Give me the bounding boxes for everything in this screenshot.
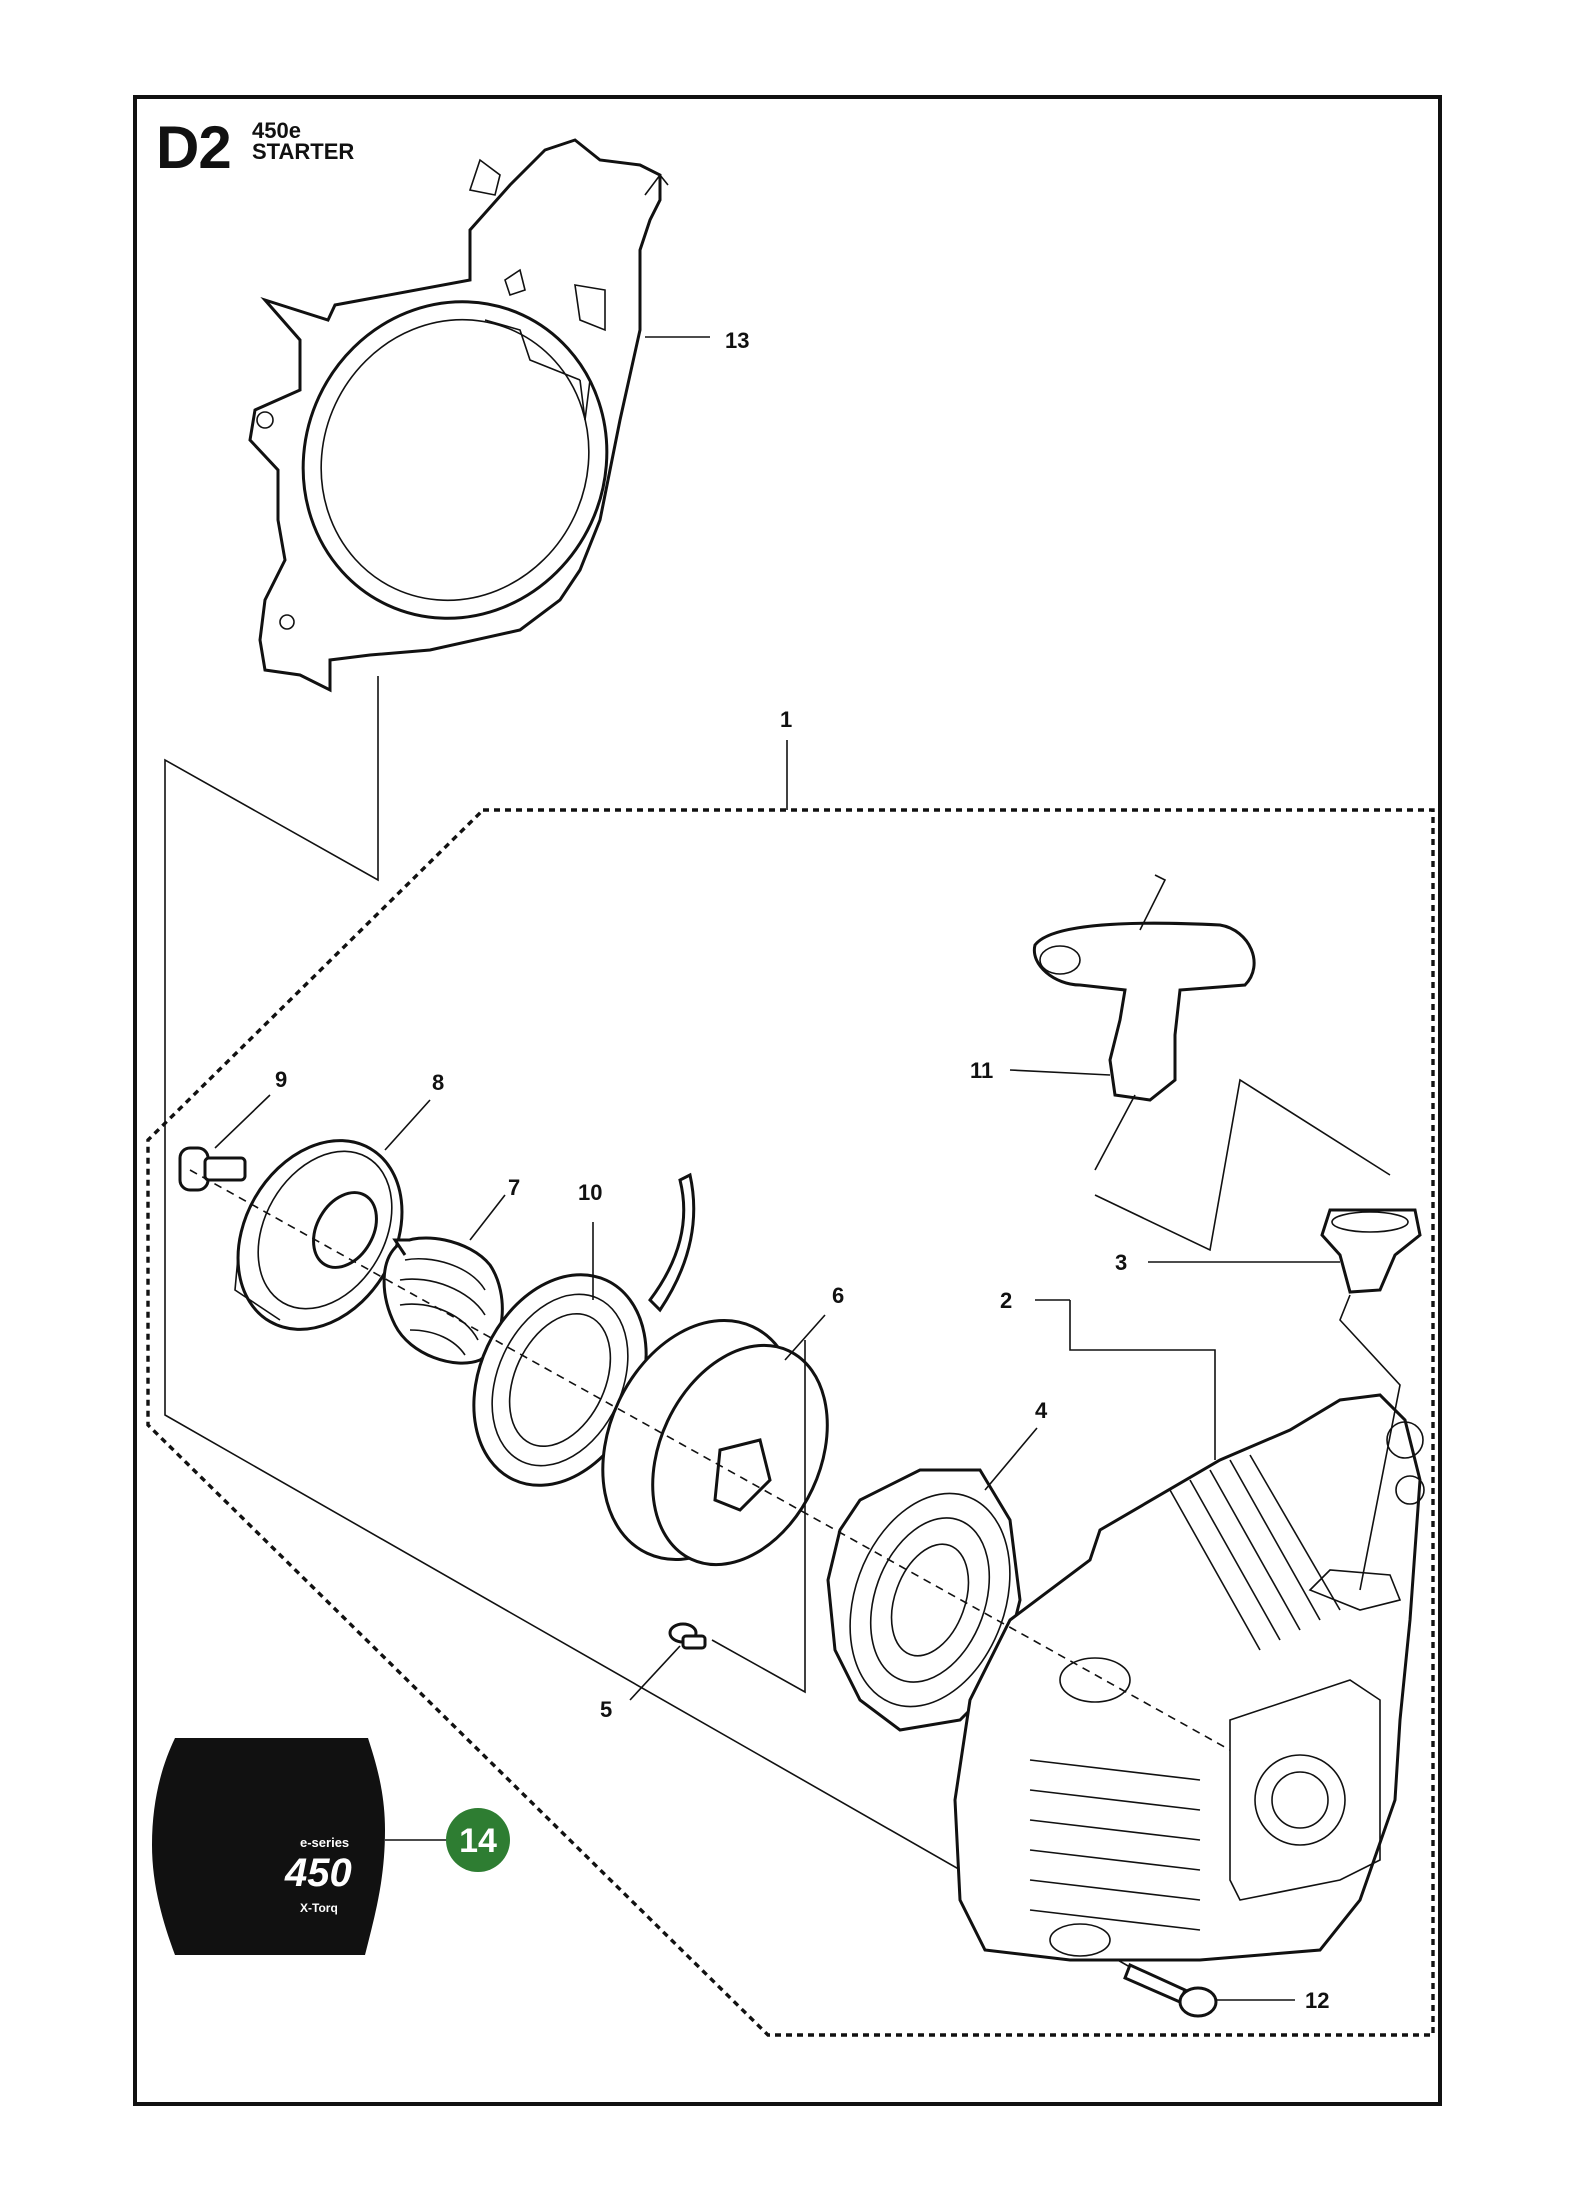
callout-10: 10 [578,1180,602,1205]
callout-9: 9 [275,1067,287,1092]
callout-2: 2 [1000,1288,1012,1313]
part-7-coil-spring [382,1236,504,1365]
part-9-screw [178,1146,247,1192]
section-code: D2 [156,114,232,181]
callout-13: 13 [725,328,749,353]
callout-5: 5 [600,1697,612,1722]
part-11-starter-handle [1032,874,1256,1171]
callout-1: 1 [780,707,792,732]
part-12-bolt [1123,1962,1218,2018]
part-6-rope-pulley [601,1318,829,1567]
model-name: 450e [252,118,301,143]
decal-small-text-left: X-Torq [300,1901,338,1915]
callout-3: 3 [1115,1250,1127,1275]
decal-small-text-right: e-series [300,1835,349,1850]
callout-6: 6 [832,1283,844,1308]
page-frame [133,95,1442,2106]
callout-14: 14 [459,1822,497,1860]
decal-model-text: 450 [284,1851,352,1895]
part-3-rope-guide [1320,1208,1422,1294]
part-14-decal: e-series 450 X-Torq [152,1738,385,1955]
callout-11: 11 [970,1058,993,1083]
callout-8: 8 [432,1070,444,1095]
callout-12: 12 [1305,1988,1329,2013]
part-2-starter-housing [953,1393,1425,1962]
callout-4: 4 [1035,1398,1048,1423]
callout-7: 7 [508,1175,520,1200]
part-4-recoil-spring [826,1468,1022,1732]
section-title: STARTER [252,139,355,164]
part-5-screw [668,1622,707,1650]
callout-14-badge [446,1808,510,1872]
part-13-fan-housing [248,138,669,693]
